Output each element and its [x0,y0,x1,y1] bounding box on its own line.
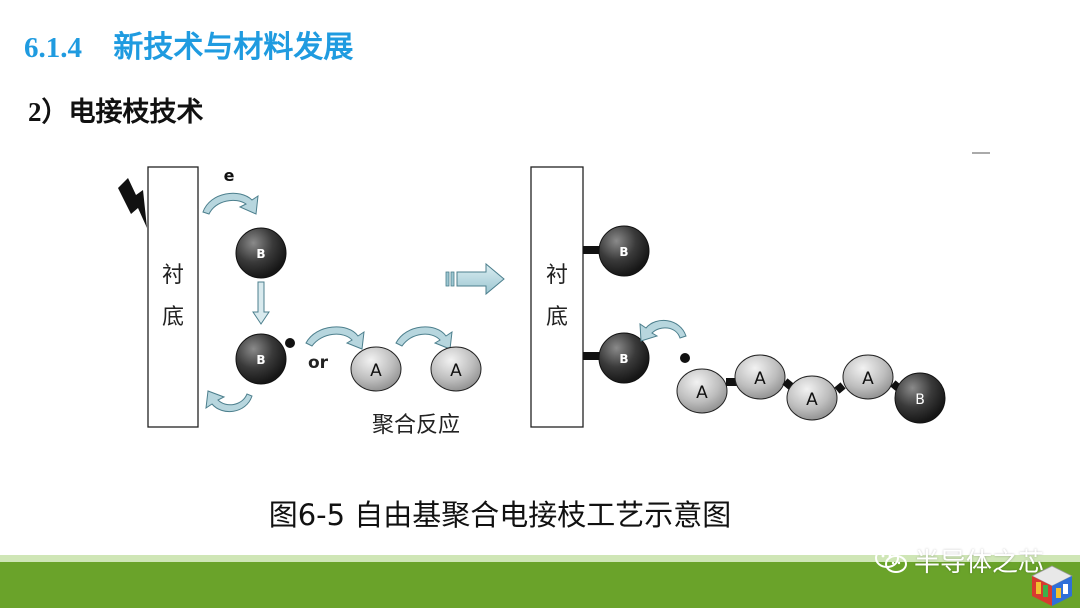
grafted-ball-b2-label: B [619,352,628,366]
radical-ball-b2-label: B [256,353,265,367]
electron-label: e [224,166,235,185]
monomer-ball-a1 [350,346,402,392]
chain-ball-a2 [734,354,786,400]
substrate-right-label-2: 底 [546,305,568,330]
chain-ball-a1 [676,368,728,414]
radical-ball-b1-label: B [256,247,265,261]
grafted-ball-b2 [598,332,650,384]
radical-ball-b2 [235,333,287,385]
subsection-heading: 电接枝技术 [68,97,204,128]
chain-ball-a3-label: A [806,390,818,410]
chain-bond-1 [726,378,738,386]
grafted-ball-b1-label: B [619,245,628,259]
substrate-right [530,166,584,428]
footer-band [0,562,1080,608]
chain-ball-b-end-label: B [915,392,925,408]
chain-ball-a1-label: A [696,383,708,403]
brand-logo-icon [1031,565,1073,606]
section-number: 6.1.4 [24,32,82,64]
watermark: 半导体之芯 [874,542,1044,579]
curved-arrow-return-icon [205,390,253,412]
subsection-title: 2）电接枝技术 [28,90,204,129]
substrate-left-label-1: 衬 [162,263,184,288]
section-title: 6.1.4 新技术与材料发展 [24,22,353,66]
substrate-left [147,166,199,428]
graft-bond-1 [583,246,601,254]
radical-dot [285,338,295,348]
substrate-right-label-1: 衬 [546,263,568,288]
down-arrow-icon [252,281,270,325]
chain-ball-a3 [786,375,838,421]
watermark-text: 半导体之芯 [913,548,1044,578]
chain-ball-b-end [894,372,946,424]
monomer-ball-a2 [430,346,482,392]
graft-bond-2 [583,352,601,360]
wechat-icon [874,547,907,573]
footer-stripe [0,555,1080,562]
chain-ball-a2-label: A [754,369,766,389]
chain-ball-a4-label: A [862,369,874,389]
substrate-left-label-2: 底 [162,305,184,330]
or-label: or [308,353,329,373]
subsection-number: 2） [28,97,69,127]
monomer-ball-a1-label: A [370,361,382,381]
curved-arrow-monomer2-icon [395,326,453,350]
reaction-label: 聚合反应 [372,413,460,438]
chain-bond-3 [834,382,846,394]
section-heading: 新技术与材料发展 [113,30,354,65]
lightning-icon [118,178,147,228]
monomer-ball-a2-label: A [450,361,462,381]
electrografting-diagram: 衬 底 e B B or A A 聚合反应 衬 底 B B A [118,152,990,438]
chain-radical-dot [680,353,690,363]
chain-ball-a4 [842,354,894,400]
process-arrow-icon [445,262,505,296]
curved-arrow-monomer1-icon [305,326,365,350]
curved-arrow-icon [202,192,259,215]
radical-ball-b1 [235,227,287,279]
figure-caption: 图6-5 自由基聚合电接枝工艺示意图 [268,498,732,532]
curved-arrow-graft-icon [639,320,687,342]
grafted-ball-b1 [598,225,650,277]
